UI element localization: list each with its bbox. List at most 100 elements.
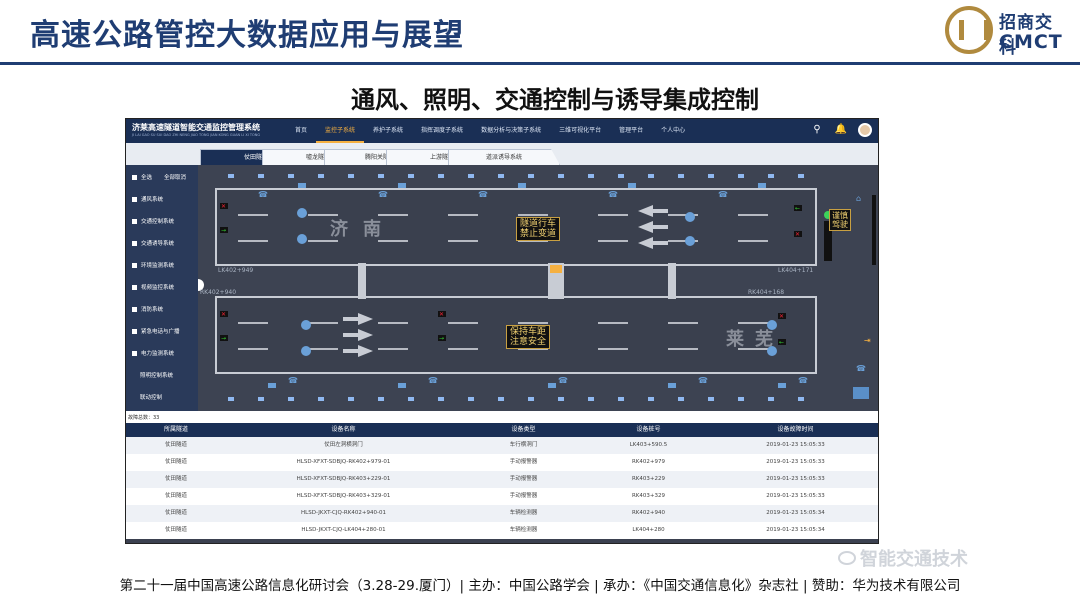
svg-text:←: ← xyxy=(795,205,800,212)
table-header: 所属隧道 设备名称 设备类型 设备桩号 设备故障时间 xyxy=(126,423,878,437)
svg-text:☎: ☎ xyxy=(558,376,568,385)
title-divider xyxy=(0,62,1080,65)
sidebar-environment[interactable]: 环境监测系统 xyxy=(132,261,174,269)
right-sign-pole xyxy=(872,195,876,265)
search-icon[interactable]: ⚲ xyxy=(813,124,821,135)
sidebar-lighting[interactable]: 照明控制系统 xyxy=(140,373,174,379)
right-camera-icon[interactable]: ⌂ xyxy=(856,194,861,203)
svg-text:✕: ✕ xyxy=(795,231,800,238)
header-tunnel: 所属隧道 xyxy=(163,426,188,433)
tunnel-map-svg: ✕ → ✕ → ✕ → ← ✕ ✕ ← xyxy=(198,174,876,401)
jet-fan-icon[interactable] xyxy=(297,208,777,356)
subsystem-sidebar: 全选全部取消 通风系统 交通控制系统 交通诱导系统 环境监测系统 视频监控系统 … xyxy=(126,165,198,411)
nav-dispatch[interactable]: 指挥调度子系统 xyxy=(421,127,464,134)
sidebar-video[interactable]: 视频监控系统 xyxy=(132,283,174,291)
checkbox-icon[interactable] xyxy=(132,262,137,268)
fault-table: 所属隧道 设备名称 设备类型 设备桩号 设备故障时间 仗田隧道仗田左洞横洞门车行… xyxy=(126,423,878,539)
slide-subtitle: 通风、照明、交通控制与诱导集成控制 xyxy=(351,86,759,114)
checkbox-icon[interactable] xyxy=(132,218,137,224)
nav-maintenance[interactable]: 养护子系统 xyxy=(373,127,404,134)
svg-text:☎: ☎ xyxy=(378,190,388,199)
cross-passage-1 xyxy=(358,263,366,299)
road-char-upper-1: 济 xyxy=(330,219,348,240)
svg-text:✕: ✕ xyxy=(439,311,444,318)
cross-passage-3 xyxy=(668,263,676,299)
sidebar-clear-all[interactable]: 全部取消 xyxy=(164,175,187,181)
right-signal-icon[interactable]: ⇥ xyxy=(864,336,871,345)
vms-sign-upper[interactable]: 隧道行车 禁止变道 xyxy=(516,217,561,241)
sidebar-linkage[interactable]: 联动控制 xyxy=(140,395,163,401)
upper-lane-markings xyxy=(238,214,768,242)
top-icons: ⚲ 🔔 xyxy=(810,123,872,137)
lower-lane-markings xyxy=(238,322,768,350)
nav-3d[interactable]: 三维可视化平台 xyxy=(559,127,602,134)
camera-icon[interactable] xyxy=(268,183,786,388)
app-nav: 首页 监控子系统 养护子系统 指挥调度子系统 数据分析与决策子系统 三维可视化平… xyxy=(286,119,694,143)
right-phone-icon[interactable]: ☎ xyxy=(856,364,866,373)
svg-text:✕: ✕ xyxy=(779,313,784,320)
checkbox-icon[interactable] xyxy=(132,240,137,246)
wechat-icon xyxy=(838,551,856,565)
svg-text:☎: ☎ xyxy=(428,376,438,385)
logo-en-text: CMCT xyxy=(999,31,1063,53)
slide-footer: 第二十一届中国高速公路信息化研讨会（3.28-29.厦门）| 主办：中国公路学会… xyxy=(119,578,961,594)
sidebar-power[interactable]: 电力监测系统 xyxy=(132,349,174,357)
slide-title: 高速公路管控大数据应用与展望 xyxy=(30,18,464,53)
user-avatar[interactable] xyxy=(858,123,872,137)
nav-analysis[interactable]: 数据分析与决策子系统 xyxy=(481,127,542,134)
svg-text:→: → xyxy=(439,335,444,342)
road-char-upper-2: 南 xyxy=(363,219,381,240)
svg-text:☎: ☎ xyxy=(258,190,268,199)
sidebar-ventilation[interactable]: 通风系统 xyxy=(132,195,163,203)
traffic-light-pole xyxy=(824,221,832,261)
sidebar-traffic-control[interactable]: 交通控制系统 xyxy=(132,217,174,225)
header-device-name: 设备名称 xyxy=(331,426,356,433)
nav-personal[interactable]: 个人中心 xyxy=(661,127,686,134)
app-title-en: JI LAI GAO SU SUI DAO ZHI NENG JIAO TONG… xyxy=(132,133,261,137)
svg-text:✕: ✕ xyxy=(221,311,226,318)
emergency-phone-icon[interactable]: ☎☎☎☎☎ ☎☎☎☎☎ xyxy=(258,190,808,385)
fire-hydrant-icon[interactable] xyxy=(550,265,562,273)
svg-text:→: → xyxy=(221,227,226,234)
sidebar-fire[interactable]: 消防系统 xyxy=(132,305,163,313)
header-stake: 设备桩号 xyxy=(636,426,661,433)
lighting-fixtures-icon[interactable] xyxy=(228,174,804,401)
logo-cn-text: 招商交科 xyxy=(999,13,1053,58)
vms-sign-right[interactable]: 谨慎 驾驶 xyxy=(829,209,851,231)
nav-monitoring[interactable]: 监控子系统 xyxy=(316,119,365,143)
checkbox-icon[interactable] xyxy=(132,328,137,334)
lane-signal-icon[interactable]: ✕ → ✕ → ✕ → ← ✕ ✕ ← xyxy=(220,203,802,346)
svg-text:✕: ✕ xyxy=(221,203,226,210)
upper-direction-arrows-icon xyxy=(638,205,668,249)
sidebar-emergency-phone[interactable]: 紧急电话与广播 xyxy=(132,327,180,335)
svg-text:←: ← xyxy=(779,339,784,346)
checkbox-icon[interactable] xyxy=(132,174,137,180)
collapse-sidebar-icon[interactable] xyxy=(198,279,204,291)
sidebar-traffic-guidance[interactable]: 交通诱导系统 xyxy=(132,239,174,247)
nav-home[interactable]: 首页 xyxy=(295,127,308,134)
label-lk-end: LK404+171 xyxy=(778,267,814,274)
sidebar-select-all[interactable]: 全选全部取消 xyxy=(132,173,186,181)
label-rk-start: RK402+940 xyxy=(200,289,237,296)
fault-count: 故障总数：33 xyxy=(126,411,878,423)
bell-icon[interactable]: 🔔 xyxy=(834,124,848,135)
nav-management[interactable]: 管理平台 xyxy=(619,127,644,134)
checkbox-icon[interactable] xyxy=(132,196,137,202)
checkbox-icon[interactable] xyxy=(132,350,137,356)
road-char-lower-1: 莱 xyxy=(726,329,744,350)
tunnel-map: ✕ → ✕ → ✕ → ← ✕ ✕ ← xyxy=(198,165,878,411)
watermark: 智能交通技术 xyxy=(838,545,968,571)
right-cabinet-icon[interactable] xyxy=(853,387,869,399)
vms-sign-lower[interactable]: 保持车距 注意安全 xyxy=(506,325,551,349)
label-rk-end: RK404+168 xyxy=(748,289,785,296)
checkbox-icon[interactable] xyxy=(132,306,137,312)
checkbox-icon[interactable] xyxy=(132,284,137,290)
tab-guidance[interactable]: 道派诱导系统 xyxy=(448,149,560,165)
